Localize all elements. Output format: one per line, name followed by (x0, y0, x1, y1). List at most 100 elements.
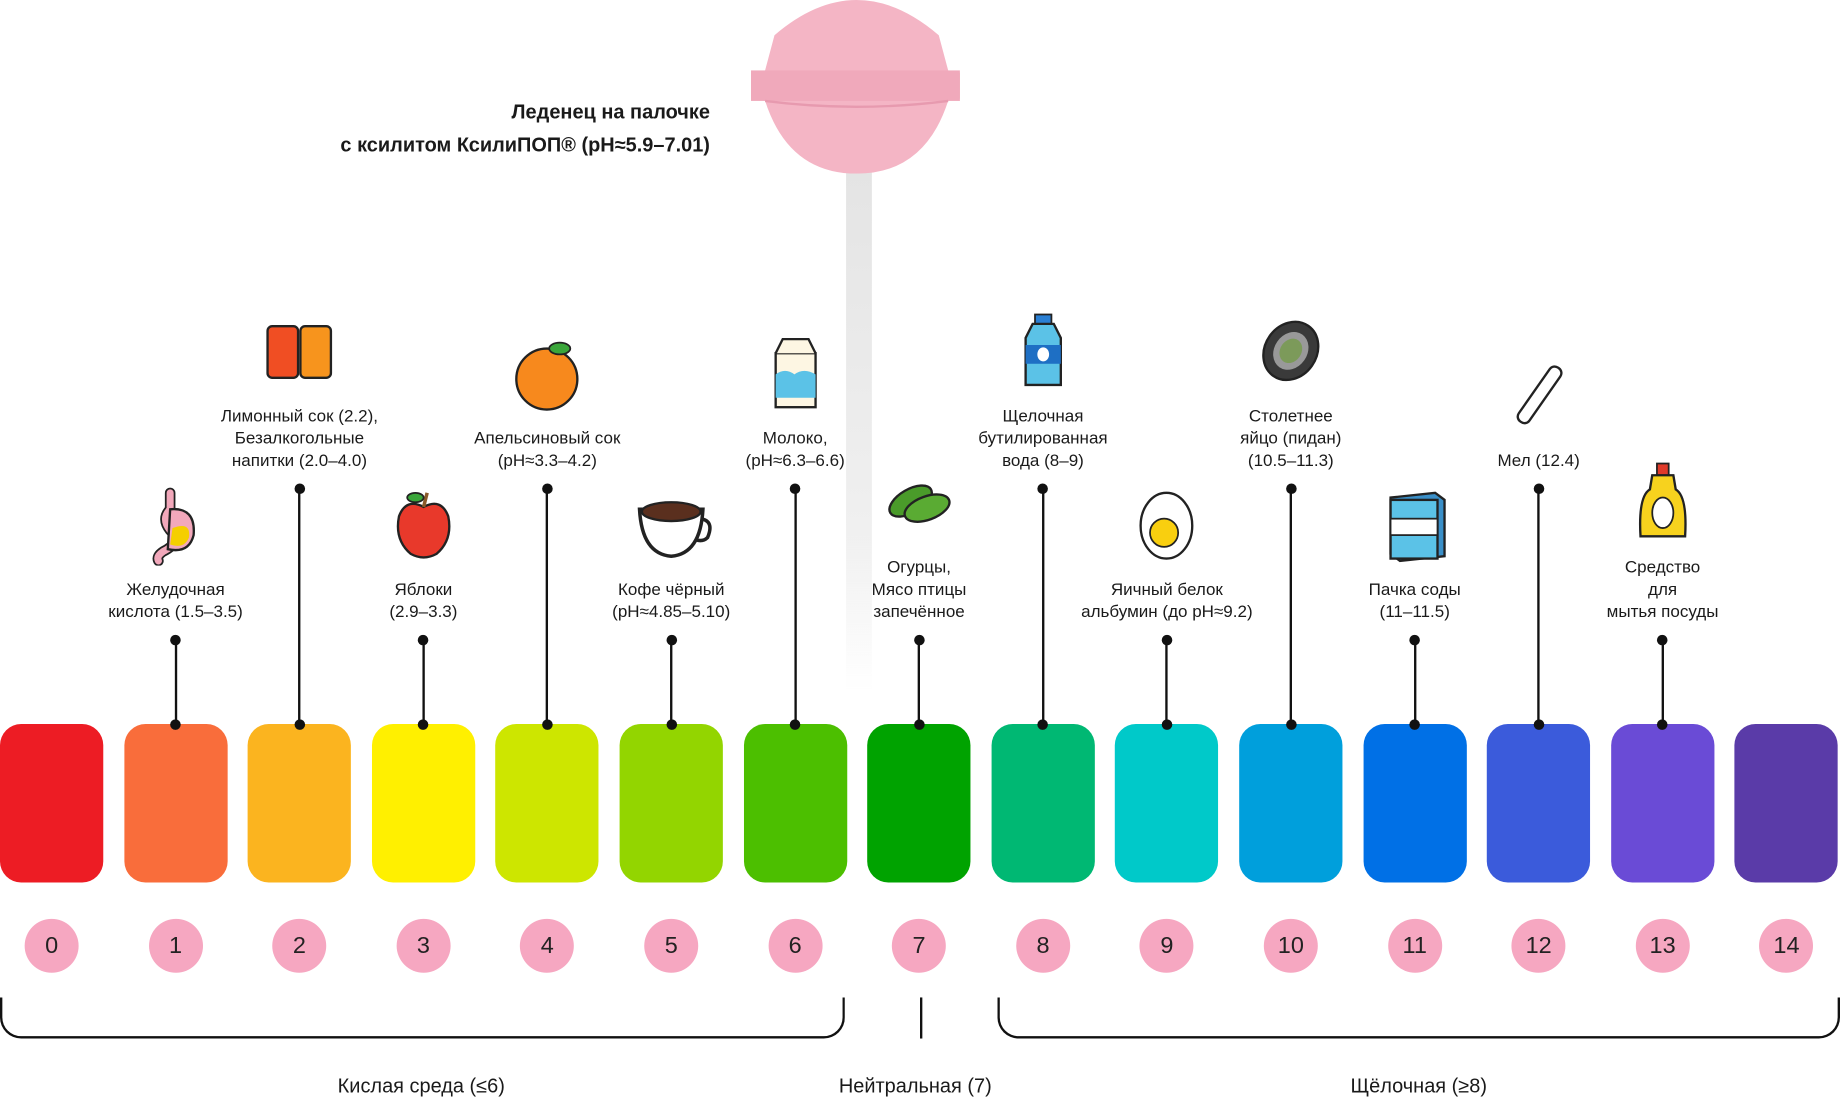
item-label: Желудочная кислота (1.5–3.5) (108, 580, 243, 622)
coffee-cup-icon (630, 483, 712, 565)
alkaline-range-label: Щёлочная (≥8) (1350, 1074, 1487, 1098)
century-egg-icon (1250, 310, 1332, 392)
lollipop-stick (846, 164, 872, 693)
item-label: Огурцы, Мясо птицы запечённое (871, 558, 967, 622)
item-label: Апельсиновый сок (pH≈3.3–4.2) (474, 429, 621, 471)
connector-dot (665, 634, 677, 645)
connector-dot (170, 634, 181, 645)
ph-number-badge: 12 (1511, 918, 1566, 973)
ph-number-badge: 10 (1263, 918, 1318, 973)
connector-dot (1037, 482, 1049, 494)
item-label: Лимонный сок (2.2), Безалкогольные напит… (220, 407, 379, 471)
ph-swatch-8 (991, 724, 1095, 883)
connector-dot (418, 634, 429, 645)
ph-swatch-4 (495, 724, 599, 883)
ph-swatch-2 (247, 724, 352, 883)
connector-line (917, 639, 921, 725)
connector-line (298, 488, 301, 725)
ph-swatch-0 (0, 724, 104, 883)
ph-swatch-14 (1734, 724, 1839, 883)
ph-number-badge: 3 (396, 918, 451, 973)
neutral-tick (920, 997, 923, 1039)
soda-box-icon (1374, 483, 1456, 565)
connector-dot (1285, 482, 1297, 494)
orange-icon (506, 332, 588, 414)
ph-number-badge: 13 (1635, 918, 1690, 973)
connector-dot (294, 482, 305, 494)
ph-swatch-1 (123, 724, 228, 883)
connector-dot (1037, 718, 1049, 730)
connector-dot (1533, 718, 1544, 730)
ph-swatch-12 (1487, 724, 1591, 883)
water-bottle-icon (1002, 310, 1084, 392)
ph-number-badge: 0 (24, 918, 79, 973)
ph-swatch-6 (743, 724, 847, 883)
item-label: Молоко, (pH≈6.3–6.6) (745, 429, 845, 471)
ph-number-badge: 11 (1387, 918, 1442, 973)
connector-line (1165, 639, 1169, 725)
connector-line (422, 639, 425, 725)
lollipop-title: Леденец на палочке (511, 100, 710, 124)
ph-swatch-13 (1610, 724, 1715, 883)
connector-line (1289, 488, 1292, 725)
connector-dot (789, 482, 801, 494)
ph-number-badge: 9 (1139, 918, 1194, 973)
connector-dot (418, 718, 429, 730)
item-label: Кофе чёрный (pH≈4.85–5.10) (612, 580, 731, 622)
ph-swatch-10 (1239, 724, 1343, 883)
ph-number-badge: 6 (768, 918, 823, 973)
connector-line (174, 639, 177, 725)
connector-dot (665, 718, 677, 730)
connector-line (793, 488, 797, 725)
connector-dot (1409, 718, 1421, 730)
connector-dot (1161, 634, 1173, 645)
cans-icon (258, 310, 340, 392)
ph-swatch-3 (371, 724, 476, 883)
item-label: Щелочная бутилированная вода (8–9) (978, 407, 1108, 471)
connector-dot (789, 718, 801, 730)
milk-carton-icon (754, 332, 836, 414)
ph-number-badge: 14 (1759, 918, 1814, 973)
ph-number-badge: 7 (892, 918, 947, 973)
connector-dot (542, 482, 553, 494)
connector-line (1661, 639, 1664, 725)
connector-dot (913, 718, 925, 730)
neutral-range-label: Нейтральная (7) (838, 1074, 992, 1098)
ph-number-badge: 1 (148, 918, 203, 973)
connector-dot (294, 718, 305, 730)
connector-dot (1657, 718, 1668, 730)
item-label: Пачка соды (11–11.5) (1368, 580, 1461, 622)
ph-number-badge: 2 (272, 918, 327, 973)
ph-swatch-9 (1115, 724, 1219, 883)
item-label: Яичный белок альбумин (до pH≈9.2) (1081, 580, 1253, 622)
connector-dot (1533, 482, 1544, 494)
cucumbers-icon (878, 461, 960, 543)
item-label: Яблоки (2.9–3.3) (389, 580, 458, 622)
connector-line (1537, 488, 1540, 725)
item-label: Мел (12.4) (1497, 451, 1580, 471)
dish-soap-icon (1621, 461, 1703, 543)
lollipop-subtitle: с ксилитом КсилиПОП® (pH≈5.9–7.01) (340, 133, 710, 157)
connector-line (1413, 639, 1416, 725)
connector-dot (1409, 634, 1421, 645)
connector-dot (913, 634, 925, 645)
acid-bracket (0, 997, 845, 1039)
ph-swatch-7 (867, 724, 971, 883)
ph-swatch-11 (1363, 724, 1467, 883)
ph-swatch-5 (619, 724, 723, 883)
connector-line (1041, 488, 1045, 725)
egg-icon (1126, 483, 1208, 565)
lollipop-image (751, 0, 960, 174)
connector-dot (1657, 634, 1668, 645)
alkaline-bracket (997, 997, 1840, 1039)
item-label: Средство для мытья посуды (1606, 558, 1719, 622)
apple-icon (382, 483, 464, 565)
connector-line (546, 488, 549, 725)
chalk-icon (1498, 354, 1580, 436)
ph-number-badge: 8 (1015, 918, 1070, 973)
acid-range-label: Кислая среда (≤6) (337, 1074, 505, 1098)
connector-line (670, 639, 673, 725)
ph-number-badge: 4 (520, 918, 575, 973)
item-label: Столетнее яйцо (пидан) (10.5–11.3) (1240, 407, 1342, 471)
